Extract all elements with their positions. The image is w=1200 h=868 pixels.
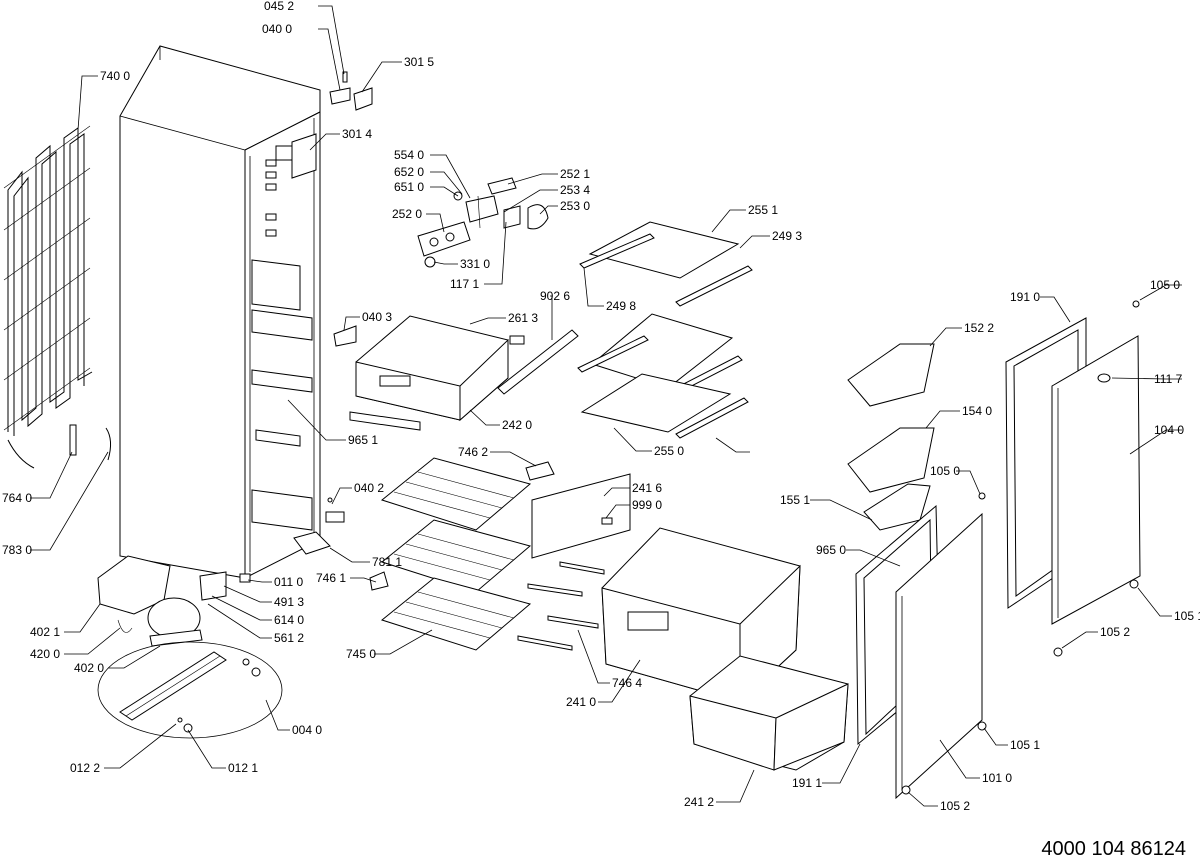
label-011-0: 011 0 [274,575,303,589]
label-965-0: 965 0 [816,543,846,557]
label-491-3: 491 3 [274,595,304,609]
label-155-1: 155 1 [780,493,810,507]
label-101-0: 101 0 [982,771,1012,785]
label-154-0: 154 0 [962,404,992,418]
label-745-0: 745 0 [346,647,376,661]
label-045-2: 045 2 [264,0,294,13]
part-105-1 [1129,579,1139,589]
label-554-0: 554 0 [394,148,424,162]
label-111-7: 111 7 [1154,372,1183,386]
label-249-8: 249 8 [606,299,636,313]
label-191-0: 191 0 [1010,290,1040,304]
label-040-3: 040 3 [362,310,392,324]
document-number: 4000 104 86124 [1041,838,1186,860]
label-241-0: 241 0 [566,695,596,709]
cabinet-body [119,45,321,583]
label-105-0-b: 105 0 [930,464,960,478]
label-012-1: 012 1 [228,761,258,775]
label-255-1: 255 1 [748,203,778,217]
label-105-1-b: 105 1 [1010,738,1040,752]
part-999-0 [601,517,613,525]
mounting-kit [97,641,283,739]
part-105-0 [1132,300,1140,308]
label-746-2: 746 2 [458,445,488,459]
label-746-4: 746 4 [612,676,642,690]
glass-shelves [577,221,753,439]
part-105-0-b [978,492,986,500]
label-255-0: 255 0 [654,444,684,458]
label-783-0: 783 0 [2,543,32,557]
label-241-2: 241 2 [684,795,714,809]
label-117-1: 117 1 [450,277,479,291]
top-hinge-parts [291,71,373,179]
label-252-0: 252 0 [392,207,422,221]
part-105-2 [1053,647,1063,657]
label-252-1: 252 1 [560,167,590,181]
label-746-1: 746 1 [316,571,346,585]
door-bins [847,343,935,531]
label-301-4: 301 4 [342,127,372,141]
label-105-2: 105 2 [1100,625,1130,639]
label-764-0: 764 0 [2,491,32,505]
label-402-0: 402 0 [74,661,104,675]
condenser-coil [3,125,93,469]
label-241-6: 241 6 [632,481,662,495]
label-242-0: 242 0 [502,418,532,432]
label-012-2: 012 2 [70,761,100,775]
freezer-door [895,512,983,800]
part-902-6 [497,329,579,395]
part-783-0 [105,427,112,461]
label-999-0: 999 0 [632,498,662,512]
freezer-drawer-top [333,315,525,431]
label-740-0: 740 0 [100,69,130,83]
label-004-0: 004 0 [292,723,322,737]
label-331-0: 331 0 [460,257,490,271]
freezer-drawer-bottom [689,655,849,771]
label-965-1: 965 1 [348,433,378,447]
part-241-6 [531,473,631,559]
label-253-0: 253 0 [560,199,590,213]
label-104-0: 104 0 [1154,423,1184,437]
label-614-0: 614 0 [274,613,304,627]
label-902-6: 902 6 [540,289,570,303]
label-105-2-b: 105 2 [940,799,970,813]
compressor-area [97,497,389,647]
label-561-2: 561 2 [274,631,304,645]
label-040-0: 040 0 [262,22,292,36]
fridge-door [1051,335,1141,625]
label-152-2: 152 2 [964,321,994,335]
label-651-0: 651 0 [394,180,424,194]
label-420-0: 420 0 [30,647,60,661]
label-253-4: 253 4 [560,183,590,197]
label-652-0: 652 0 [394,165,424,179]
label-261-3: 261 3 [508,311,538,325]
thermostat-lamp-group [417,177,549,268]
part-labels: 045 2 040 0 301 5 740 0 301 4 554 0 652 … [2,0,1200,813]
drawer-rails [517,561,605,651]
label-402-1: 402 1 [30,625,60,639]
leader-lines [30,5,1182,807]
label-040-2: 040 2 [354,481,384,495]
label-781-1: 781 1 [372,555,402,569]
label-105-1: 105 1 [1174,609,1200,623]
label-249-3: 249 3 [772,229,802,243]
label-105-0: 105 0 [1150,278,1180,292]
label-191-1: 191 1 [792,776,822,790]
part-746-2 [525,461,555,481]
wire-baskets [380,457,532,651]
label-301-5: 301 5 [404,55,434,69]
part-764-0 [69,424,77,456]
